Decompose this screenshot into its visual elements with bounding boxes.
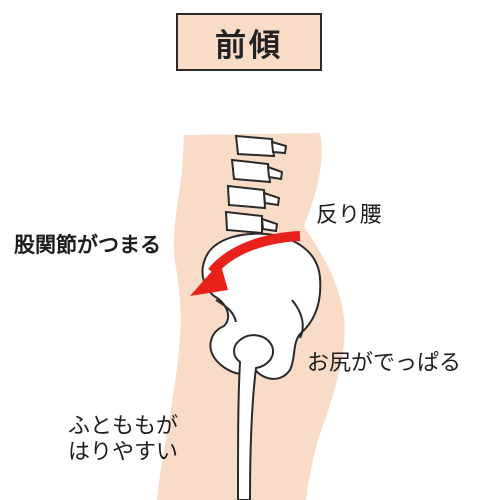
page-title: 前傾 — [215, 27, 283, 64]
vertebra-4 — [224, 210, 263, 235]
vertebra-3 — [226, 184, 267, 210]
process-1 — [270, 140, 288, 155]
curved-forward-tilt-arrow-icon — [190, 231, 301, 296]
pelvis — [201, 232, 322, 380]
buttocks-label: お尻がでっぱる — [307, 351, 462, 376]
femur — [233, 334, 274, 500]
vertebra-1 — [234, 134, 276, 158]
hip-flexor-label: 股関節がつまる — [14, 233, 161, 257]
thigh-label-line1: ふとももが — [68, 414, 179, 439]
iliac-detail — [215, 299, 237, 323]
sacrum-detail — [291, 299, 304, 339]
vertebra-2 — [230, 158, 272, 184]
title-box: 前傾 — [176, 13, 322, 71]
thigh-label: ふとももが はりやすい — [68, 414, 178, 466]
sway-back-label: 反り腰 — [316, 203, 383, 228]
thigh-label-line2: はりやすい — [68, 440, 179, 465]
process-2 — [266, 165, 284, 181]
process-4 — [260, 217, 279, 233]
lumbar-spine — [224, 134, 288, 235]
process-3 — [262, 191, 281, 207]
